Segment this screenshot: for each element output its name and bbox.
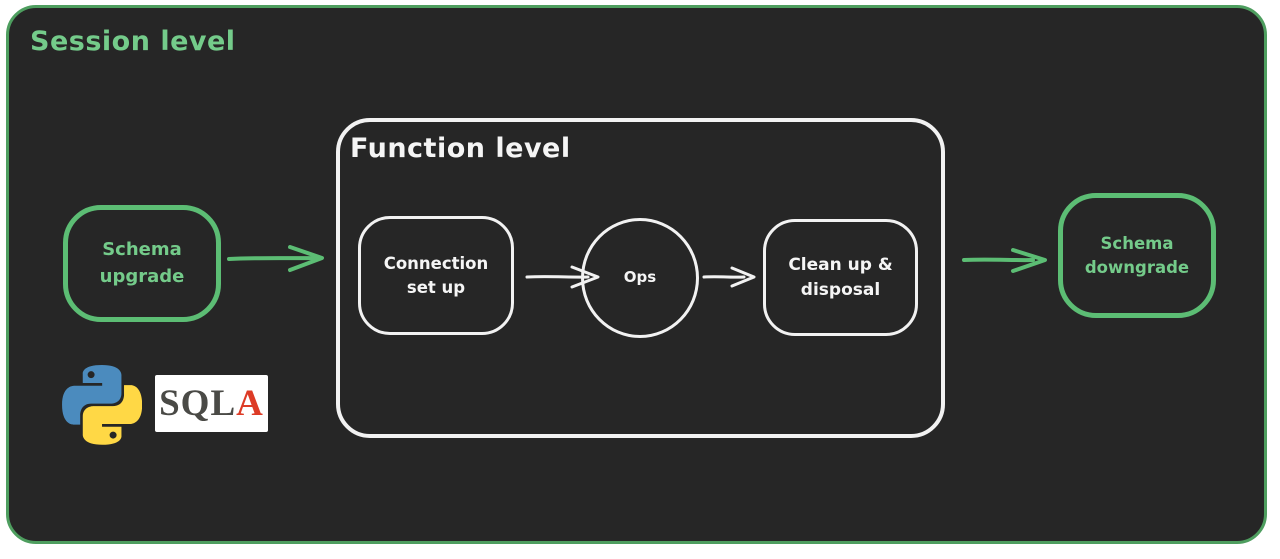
connection-setup-node: Connection set up [358, 216, 514, 335]
arrow-upgrade-to-function-icon [227, 245, 324, 272]
sqlalchemy-logo-a-text: A [236, 383, 264, 424]
schema-downgrade-node: Schema downgrade [1058, 193, 1216, 318]
arrow-function-to-downgrade-icon [962, 248, 1047, 273]
ops-label: Ops [623, 268, 657, 287]
python-logo-icon [62, 365, 142, 445]
ops-node: Ops [581, 218, 699, 338]
cleanup-disposal-label: Clean up & disposal [788, 254, 893, 300]
function-level-container [336, 118, 945, 438]
cleanup-disposal-node: Clean up & disposal [763, 219, 918, 336]
function-level-title: Function level [350, 133, 571, 164]
connection-setup-label: Connection set up [383, 253, 489, 297]
schema-upgrade-node: Schema upgrade [63, 205, 221, 322]
schema-upgrade-label: Schema upgrade [99, 239, 185, 287]
schema-downgrade-label: Schema downgrade [1084, 233, 1190, 277]
sqlalchemy-logo-sql-text: SQL [159, 383, 237, 424]
session-level-title: Session level [30, 26, 236, 57]
arrow-ops-to-cleanup-icon [702, 266, 756, 288]
